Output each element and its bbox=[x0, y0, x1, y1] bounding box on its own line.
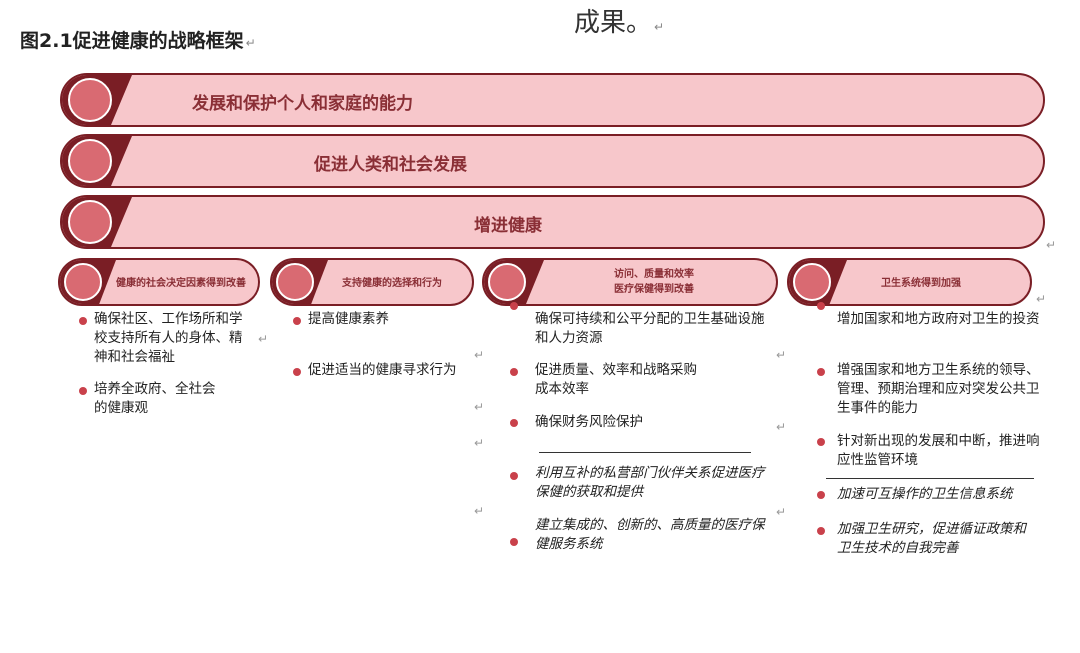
list-item: 加速可互操作的卫生信息系统 bbox=[837, 485, 1047, 504]
figure-title: 图2.1促进健康的战略框架↵ bbox=[20, 26, 256, 53]
banner-label: 促进人类和社会发展 bbox=[314, 150, 467, 175]
list-item: 确保财务风险保护 bbox=[535, 413, 765, 432]
bullet bbox=[79, 387, 87, 395]
system-icon bbox=[793, 263, 831, 301]
return-mark: ↵ bbox=[258, 332, 268, 346]
bullet bbox=[817, 438, 825, 446]
list-item: 确保可持续和公平分配的卫生基础设施和人力资源 bbox=[535, 310, 765, 348]
list-item: 确保社区、工作场所和学校支持所有人的身体、精神和社会福祉 bbox=[94, 310, 252, 367]
return-mark: ↵ bbox=[776, 348, 786, 362]
return-mark: ↵ bbox=[474, 348, 484, 362]
bullet bbox=[510, 368, 518, 376]
banner-development: 促进人类和社会发展 bbox=[60, 134, 1045, 188]
column-header-system: 卫生系统得到加强 bbox=[787, 258, 1032, 306]
column-header-label: 卫生系统得到加强 bbox=[881, 274, 961, 289]
column-header-label: 医疗保健得到改善 bbox=[614, 280, 694, 295]
bullet bbox=[817, 491, 825, 499]
banner-label: 发展和保护个人和家庭的能力 bbox=[192, 89, 413, 114]
list-item: 加强卫生研究，促进循证政策和卫生技术的自我完善 bbox=[837, 520, 1032, 558]
banner-label: 增进健康 bbox=[474, 211, 542, 236]
bullet bbox=[817, 302, 825, 310]
return-mark: ↵ bbox=[474, 436, 484, 450]
return-mark: ↵ bbox=[776, 420, 786, 434]
hands-heart-icon bbox=[68, 78, 112, 122]
group-icon bbox=[276, 263, 314, 301]
bullet bbox=[510, 472, 518, 480]
column-header-social: 健康的社会决定因素得到改善 bbox=[58, 258, 260, 306]
bullet bbox=[817, 368, 825, 376]
bullet bbox=[510, 419, 518, 427]
list-item: 促进适当的健康寻求行为 bbox=[308, 361, 478, 380]
return-mark: ↵ bbox=[474, 400, 484, 414]
return-mark: ↵ bbox=[1046, 238, 1056, 252]
bullet bbox=[293, 317, 301, 325]
banner-health: 增进健康 bbox=[60, 195, 1045, 249]
list-item: 增加国家和地方政府对卫生的投资 bbox=[837, 310, 1042, 329]
bullet bbox=[817, 527, 825, 535]
community-icon bbox=[68, 139, 112, 183]
list-item: 建立集成的、创新的、高质量的医疗保健服务系统 bbox=[535, 516, 765, 554]
doctor-icon bbox=[64, 263, 102, 301]
list-item: 针对新出现的发展和中断，推进响应性监管环境 bbox=[837, 432, 1042, 470]
column-header-label: 健康的社会决定因素得到改善 bbox=[116, 274, 246, 289]
column-header-care: 访问、质量和效率 医疗保健得到改善 bbox=[482, 258, 778, 306]
list-item: 利用互补的私营部门伙伴关系促进医疗保健的获取和提供 bbox=[535, 464, 765, 502]
top-text: 成果。↵ bbox=[574, 2, 664, 39]
divider bbox=[539, 452, 751, 453]
hospital-icon bbox=[488, 263, 526, 301]
column-header-label: 支持健康的选择和行为 bbox=[342, 274, 442, 289]
list-item: 增强国家和地方卫生系统的领导、管理、预期治理和应对突发公共卫生事件的能力 bbox=[837, 361, 1047, 418]
column-header-label: 访问、质量和效率 bbox=[614, 265, 694, 280]
return-mark: ↵ bbox=[776, 505, 786, 519]
bullet bbox=[79, 317, 87, 325]
bullet bbox=[293, 368, 301, 376]
health-icon bbox=[68, 200, 112, 244]
return-mark: ↵ bbox=[1036, 292, 1046, 306]
return-mark: ↵ bbox=[474, 504, 484, 518]
list-item: 培养全政府、全社会的健康观 bbox=[94, 380, 224, 418]
list-item: 促进质量、效率和战略采购成本效率 bbox=[535, 361, 710, 399]
list-item: 提高健康素养 bbox=[308, 310, 468, 329]
bullet bbox=[510, 538, 518, 546]
bullet bbox=[510, 302, 518, 310]
divider bbox=[826, 478, 1034, 479]
column-header-behaviour: 支持健康的选择和行为 bbox=[270, 258, 474, 306]
banner-capacity: 发展和保护个人和家庭的能力 bbox=[60, 73, 1045, 127]
